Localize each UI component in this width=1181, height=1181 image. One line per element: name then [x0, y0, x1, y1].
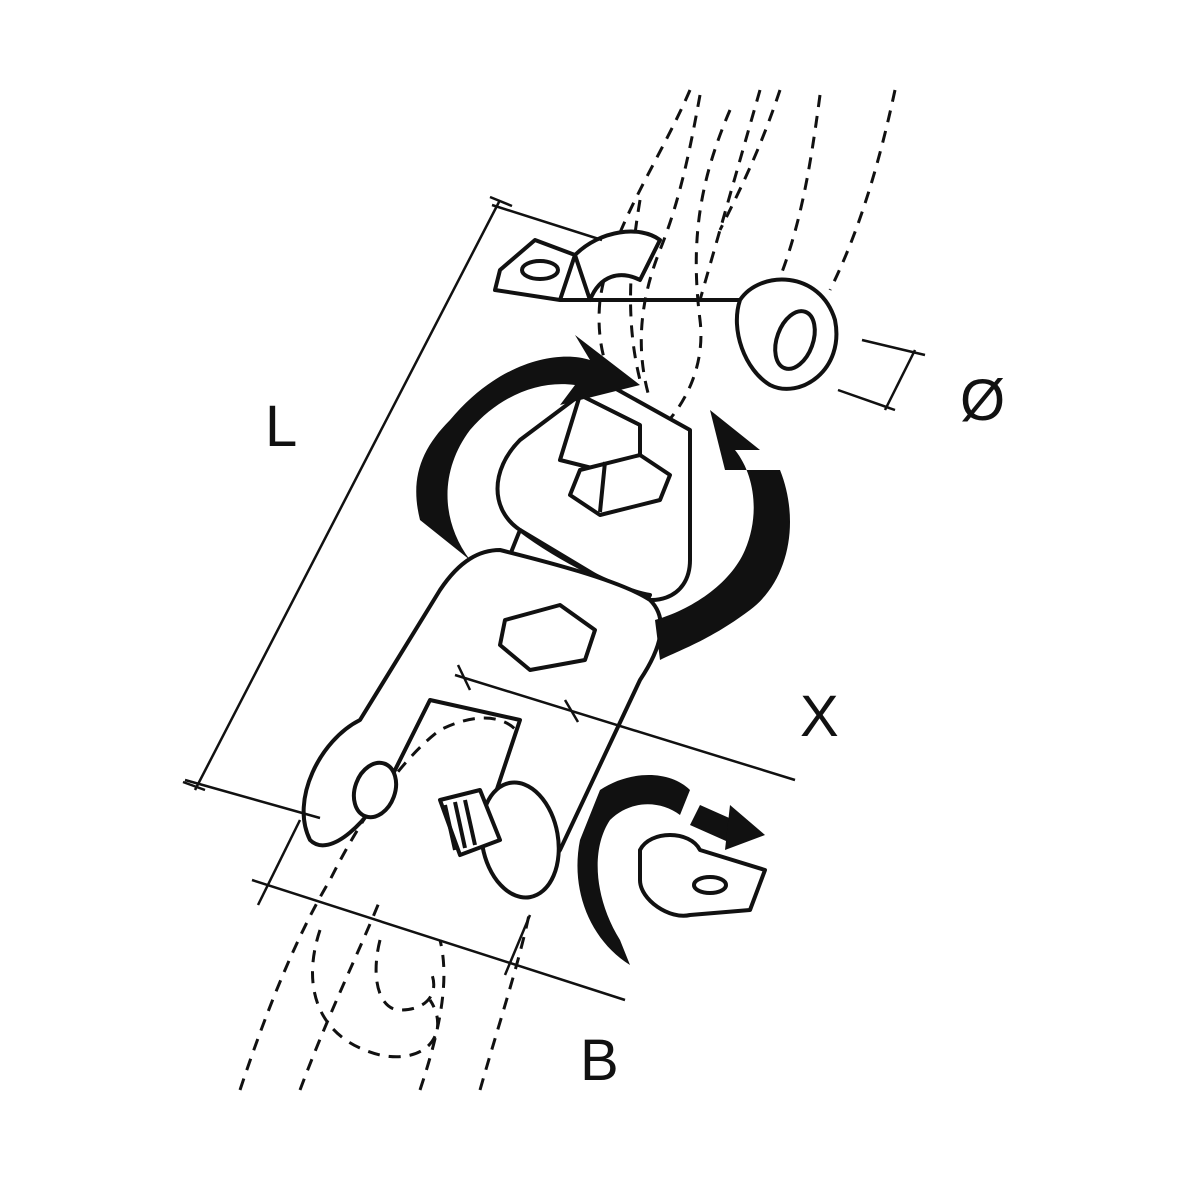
- gap-label: X: [800, 684, 839, 749]
- width-label: B: [580, 1028, 619, 1093]
- bolt: [438, 788, 767, 918]
- length-label: L: [265, 394, 298, 459]
- rotation-arrow-icon: [577, 775, 765, 965]
- dimension-lines: [182, 195, 926, 1002]
- swivel-lower-fork: [301, 548, 663, 900]
- diameter-label: Ø: [960, 368, 1006, 433]
- upper-shackle: [493, 229, 839, 391]
- rotation-arrow-icon: [416, 335, 790, 660]
